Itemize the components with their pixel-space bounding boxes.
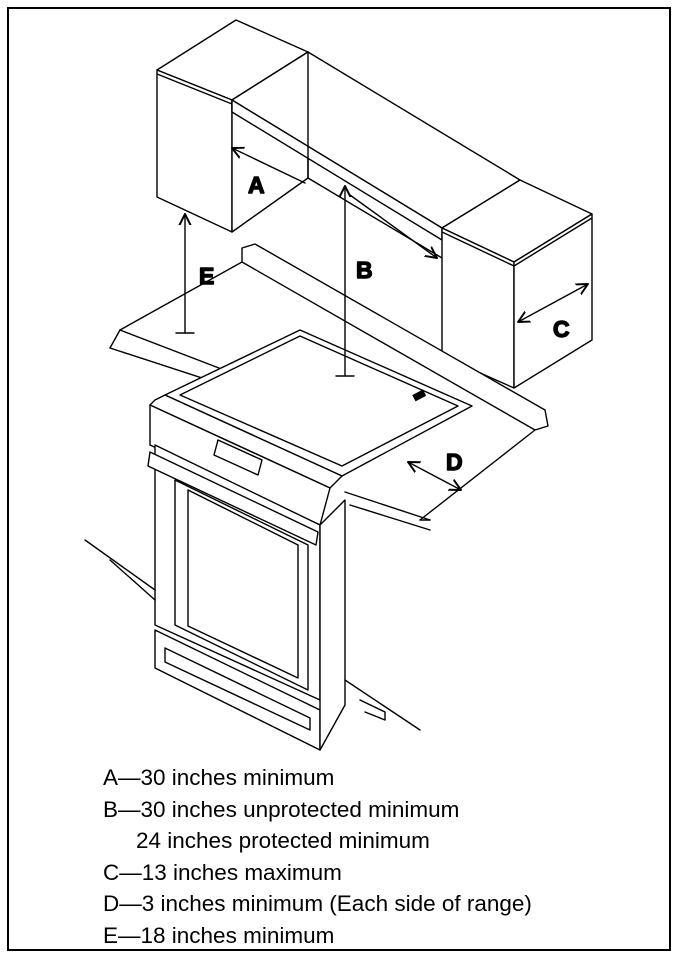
dimension-b-line [335,186,437,377]
floor-lines [84,539,421,731]
figure-frame [7,7,671,951]
label-e: E [199,263,214,289]
legend-item-b-protected: 24 inches protected minimum [136,828,430,853]
dimension-d-arrow [408,462,461,490]
label-a: A [248,172,265,198]
legend-item-a: A—30 inches minimum [103,765,335,790]
clearance-legend: A—30 inches minimum B—30 inches unprotec… [103,762,532,951]
dimension-e-arrow [175,214,195,334]
label-b: B [356,257,373,283]
legend-item-b: B—30 inches unprotected minimum [103,796,460,822]
range [147,329,473,751]
dimension-c-arrow [518,284,588,322]
range-clearance-diagram: A B C D E [84,19,593,751]
dimension-a-arrow [232,148,306,184]
legend-item-c: C—13 inches maximum [103,859,342,885]
legend-item-d: D—3 inches minimum (Each side of range) [103,891,532,916]
label-c: C [553,316,570,342]
label-d: D [446,449,463,475]
legend-item-e: E—18 inches minimum [103,922,335,948]
